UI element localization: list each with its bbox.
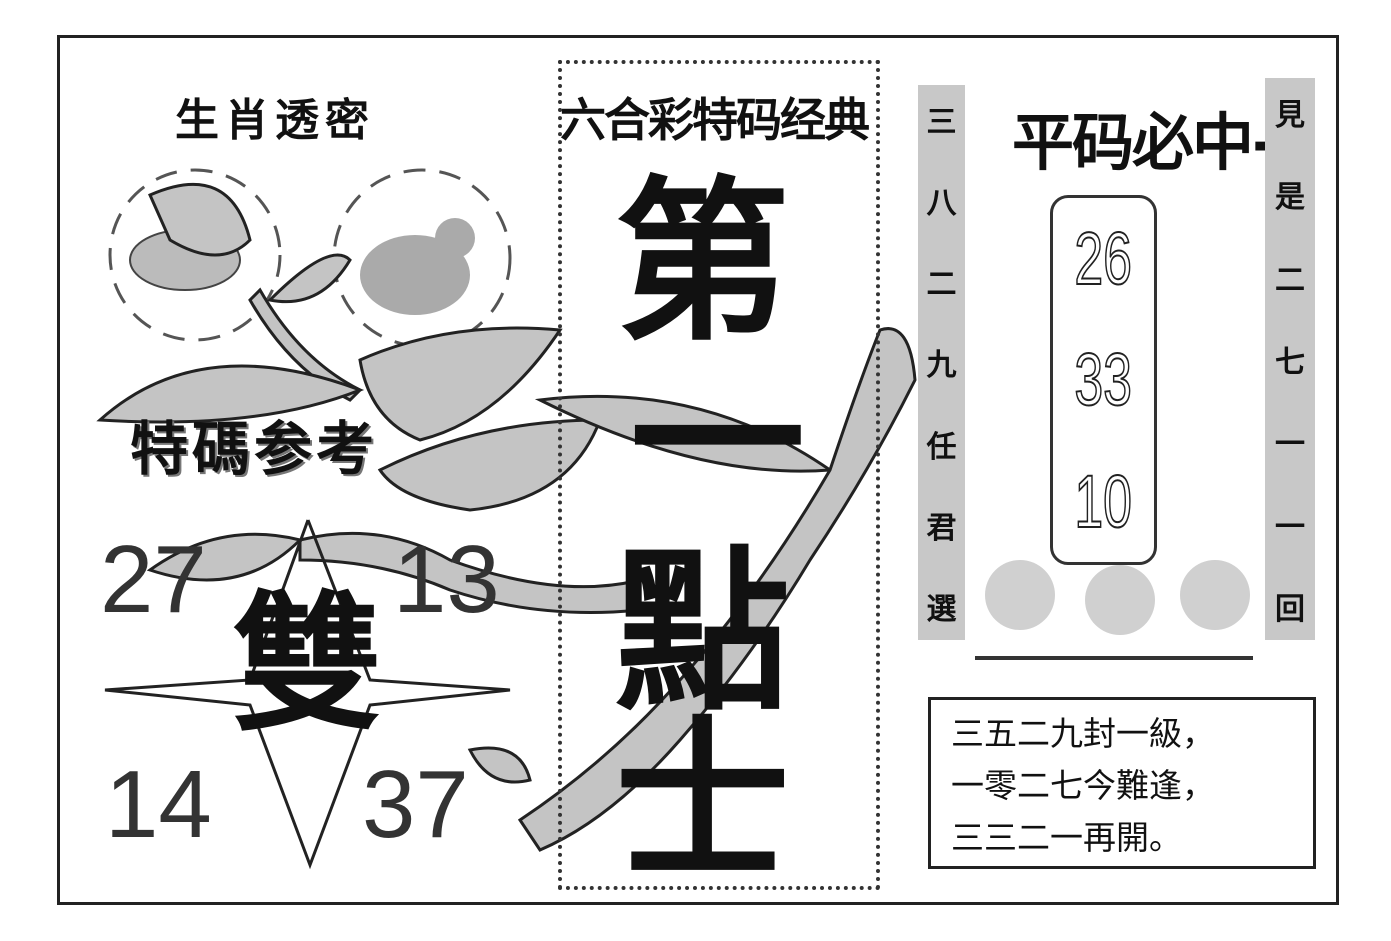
flat-number: 26: [1074, 216, 1133, 301]
vchar: 八: [926, 186, 957, 222]
even-char: 雙: [232, 578, 383, 752]
flat-number: 10: [1074, 459, 1133, 544]
left-vertical-text: 三 八 二 九 任 君 選: [918, 85, 965, 640]
special-number-subtitle: 特碼参考: [130, 415, 379, 483]
vchar: 見: [1275, 98, 1305, 133]
flat-numbers-box: 26 33 10: [1050, 195, 1157, 565]
vchar: 二: [1275, 262, 1305, 298]
vchar: 九: [926, 348, 957, 384]
number-14: 14: [105, 751, 212, 858]
vchar: 任: [926, 429, 957, 465]
diamond-shape: [104, 519, 511, 870]
monkey-icon: [360, 235, 470, 315]
decorative-flowers: [985, 560, 1250, 635]
vchar: 二: [926, 267, 957, 303]
flat-number-title: 平码必中-: [1012, 106, 1278, 179]
divider: [975, 656, 1253, 660]
big-char-3: 點: [615, 530, 790, 735]
white-patch: [625, 495, 745, 525]
vchar: 回: [1275, 591, 1305, 627]
flat-number: 33: [1074, 337, 1133, 422]
zodiac-title: 生肖透密: [175, 95, 375, 146]
dotted-frame: [558, 60, 880, 890]
number-37: 37: [362, 751, 469, 858]
flyer-border: [57, 35, 1339, 905]
poem-line: 三三二一再開。: [951, 818, 1182, 857]
vchar: 一: [1275, 509, 1305, 545]
monkey-circle: [332, 168, 512, 348]
vchar: 君: [926, 510, 957, 546]
number-27: 27: [100, 526, 207, 633]
big-char-4: 士: [615, 700, 790, 905]
vchar: 選: [926, 591, 957, 627]
poem-box: 三五二九封一級， 一零二七今難逢， 三三二一再開。: [928, 697, 1316, 869]
vchar: 一: [1275, 427, 1305, 463]
center-title: 六合彩特码经典: [560, 93, 870, 147]
poem-line: 一零二七今難逢，: [951, 766, 1215, 805]
big-char-1: 第: [615, 160, 790, 365]
right-vertical-text: 見 是 二 七 一 一 回: [1265, 78, 1315, 640]
vchar: 是: [1275, 180, 1305, 216]
vchar: 七: [1275, 344, 1305, 380]
number-13: 13: [393, 526, 500, 633]
poem-line: 三五二九封一級，: [951, 714, 1215, 753]
vchar: 三: [926, 105, 957, 140]
